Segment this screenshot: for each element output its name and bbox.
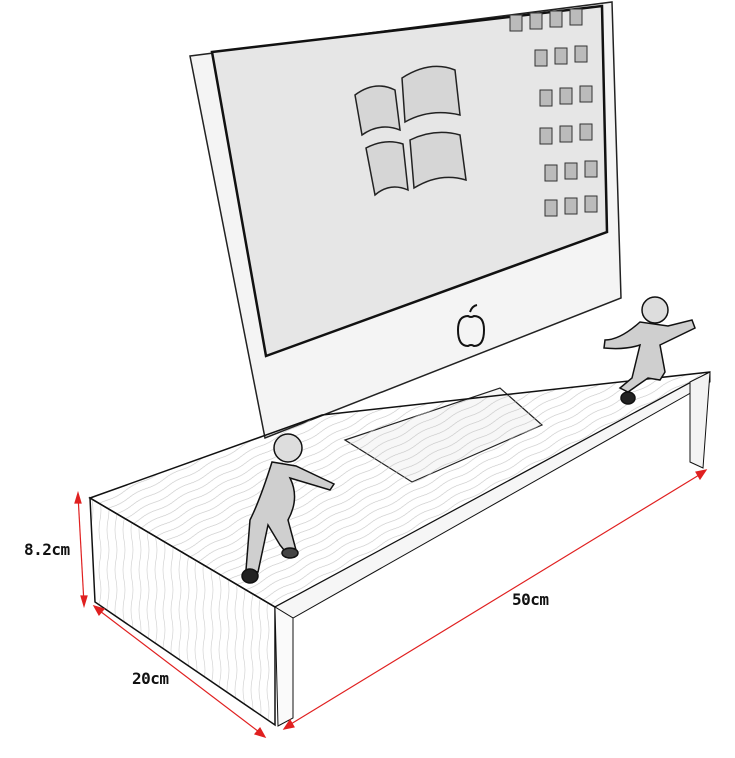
shelf-far-leg: [689, 371, 711, 469]
height-dimension-line: [77, 494, 85, 605]
height-dimension-label: 8.2cm: [24, 540, 70, 559]
length-dimension-label: 50cm: [512, 590, 549, 609]
monitor-riser-shelf: [88, 371, 711, 727]
apple-logo-icon: [456, 304, 486, 348]
length-dimension-line: [285, 471, 705, 728]
depth-dimension-label: 20cm: [132, 669, 169, 688]
shelf-right-leg: [274, 606, 294, 727]
windows-logo-icon: [354, 65, 467, 197]
figurine-left: [241, 433, 336, 584]
dimension-lines: [74, 469, 708, 738]
desktop-icons: [509, 8, 598, 217]
depth-dimension-line: [95, 607, 264, 736]
monitor: [189, 1, 622, 440]
monitor-screen: [210, 4, 609, 358]
figurine-right: [603, 296, 696, 405]
shelf-left-leg: [89, 496, 276, 727]
